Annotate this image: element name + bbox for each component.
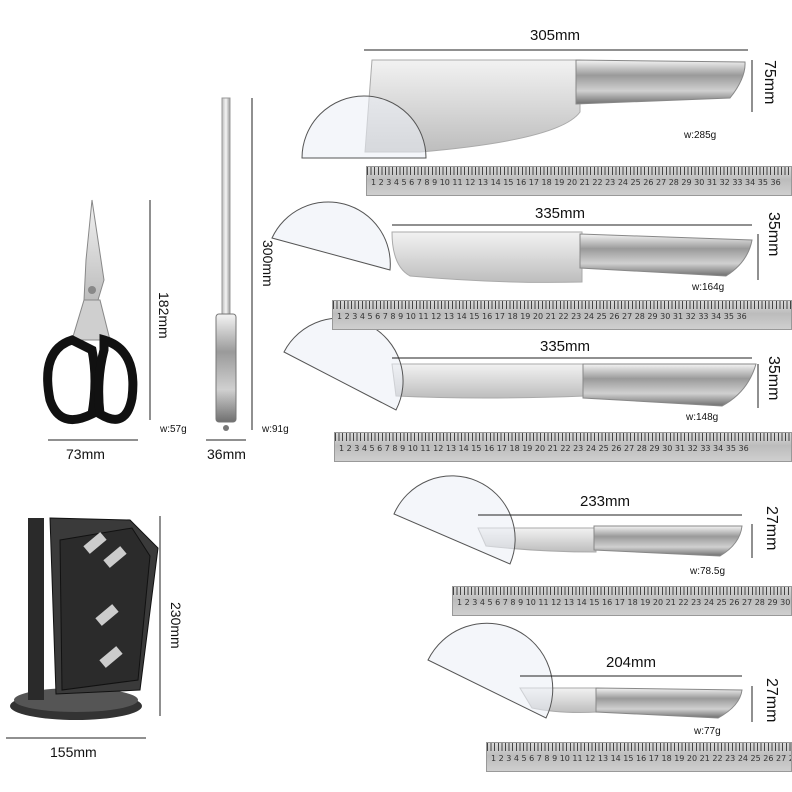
ruler: 1 2 3 4 5 6 7 8 9 10 11 12 13 14 15 16 1… xyxy=(366,166,792,196)
slicing-knife-width-label: 35mm xyxy=(765,356,782,401)
paring-knife-weight-label: w:77g xyxy=(694,726,721,737)
slicing-knife-weight-label: w:148g xyxy=(686,412,719,423)
chef-knife-length-label: 335mm xyxy=(535,205,586,222)
utility-knife xyxy=(477,525,743,557)
stand-height-label: 230mm xyxy=(168,602,184,649)
scissors-length-label: 182mm xyxy=(156,292,172,339)
knife-stand xyxy=(10,517,159,720)
chef-knife xyxy=(391,231,753,283)
slicing-knife xyxy=(391,363,757,407)
cleaver-length-label: 305mm xyxy=(530,27,581,44)
paring-knife-length-label: 204mm xyxy=(606,654,657,671)
sharpener-width-label: 36mm xyxy=(207,446,246,462)
cleaver-weight-label: w:285g xyxy=(684,130,717,141)
utility-knife-length-label: 233mm xyxy=(580,493,631,510)
sharpener-weight-label: w:91g xyxy=(262,424,289,435)
cleaver-width-label: 75mm xyxy=(761,60,778,105)
ruler: 1 2 3 4 5 6 7 8 9 10 11 12 13 14 15 16 1… xyxy=(332,300,792,330)
scissors xyxy=(43,199,138,425)
protractor xyxy=(271,95,554,719)
ruler: 1 2 3 4 5 6 7 8 9 10 11 12 13 14 15 16 1… xyxy=(334,432,792,462)
paring-knife-width-label: 27mm xyxy=(763,678,780,723)
sharpener-length-label: 300mm xyxy=(260,240,276,287)
ruler: 1 2 3 4 5 6 7 8 9 10 11 12 13 14 15 16 1… xyxy=(486,742,792,772)
ruler: 1 2 3 4 5 6 7 8 9 10 11 12 13 14 15 16 1… xyxy=(452,586,792,616)
dimension-lines xyxy=(6,49,759,739)
utility-knife-width-label: 27mm xyxy=(763,506,780,551)
sharpener xyxy=(215,97,237,431)
scissors-weight-label: w:57g xyxy=(160,424,187,435)
slicing-knife-length-label: 335mm xyxy=(540,338,591,355)
chef-knife-weight-label: w:164g xyxy=(692,282,725,293)
chef-knife-width-label: 35mm xyxy=(765,212,782,257)
scissors-width-label: 73mm xyxy=(66,446,105,462)
stand-width-label: 155mm xyxy=(50,744,97,760)
utility-knife-weight-label: w:78.5g xyxy=(690,566,726,577)
